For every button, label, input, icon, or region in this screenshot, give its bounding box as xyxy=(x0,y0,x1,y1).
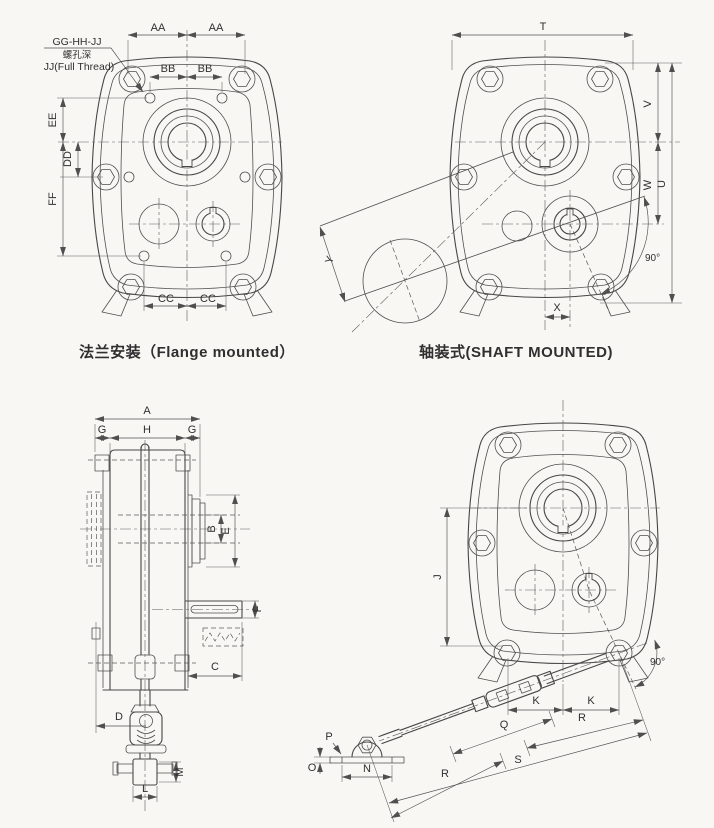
flange-holes xyxy=(123,92,251,262)
view-torque-arm: J K K Q R S R P xyxy=(308,400,665,823)
dim-K-K: K K xyxy=(507,658,620,715)
shaft-diagonal-centerline xyxy=(562,507,637,690)
output-shaft-keyed xyxy=(152,600,258,619)
clevis-bolt-right xyxy=(156,763,174,774)
dim-Y: Y xyxy=(319,226,346,303)
belt-and-pulley xyxy=(319,141,646,333)
caption-flange-mounted: 法兰安装（Flange mounted） xyxy=(79,343,295,361)
dim-F: F xyxy=(243,600,264,619)
dim-label-x: X xyxy=(553,302,561,314)
spring-coils xyxy=(136,729,156,744)
turnbuckle-window xyxy=(495,689,510,702)
dim-diagonals: Q R S R xyxy=(366,652,652,823)
dim-label-y: Y xyxy=(323,254,337,265)
dim-T: T xyxy=(451,21,634,70)
dim-AA: AA AA xyxy=(127,22,246,74)
dim-label-w: W xyxy=(642,179,654,190)
thread-note-line2: 螺孔深 xyxy=(63,50,92,61)
adjust-nut-left xyxy=(471,695,489,713)
dim-label-j: J xyxy=(432,574,444,580)
dim-label-h: H xyxy=(143,424,151,436)
dim-label-bb-right: BB xyxy=(198,63,213,75)
dim-label-q: Q xyxy=(500,719,509,731)
dim-B-E: B E xyxy=(202,494,240,568)
dim-G-H-G: G H G xyxy=(94,424,201,453)
dim-label-g-right: G xyxy=(188,424,197,436)
dim-CC: CC CC xyxy=(143,262,227,311)
phantom-coupling-right xyxy=(202,627,244,647)
angle-label: 90° xyxy=(650,657,665,668)
dim-L: L xyxy=(132,783,158,802)
dim-label-ee: EE xyxy=(47,113,59,128)
dim-label-s: S xyxy=(514,754,521,766)
dim-label-o: O xyxy=(308,762,317,774)
clevis-bolt-left xyxy=(116,763,134,774)
dim-label-k-left: K xyxy=(532,695,540,707)
dim-label-f: F xyxy=(252,605,264,612)
dim-label-l: L xyxy=(142,783,148,795)
dim-label-d: D xyxy=(115,711,123,723)
dim-M: M xyxy=(159,761,186,783)
dim-label-dd: DD xyxy=(62,151,74,167)
dim-label-v: V xyxy=(642,100,654,108)
dim-label-n: N xyxy=(363,763,371,775)
dim-P-O-N: P O N xyxy=(308,731,393,782)
dim-90deg-arm: 90° xyxy=(634,639,665,688)
gearbox-body xyxy=(80,440,250,812)
dim-label-aa-right: AA xyxy=(209,22,224,34)
auxiliary-bore xyxy=(501,210,533,242)
leader-line xyxy=(110,47,144,93)
thread-note: GG-HH-JJ 螺孔深 JJ(Full Thread) xyxy=(44,36,144,93)
view-side-elevation: A G H G B E F xyxy=(80,405,264,812)
dim-label-cc-left: CC xyxy=(158,293,174,305)
view-flange-mounted: AA AA BB BB CC CC EE DD xyxy=(44,22,295,361)
thread-note-line1: GG-HH-JJ xyxy=(53,36,102,48)
dim-label-a: A xyxy=(143,405,151,417)
dim-label-t: T xyxy=(540,21,547,33)
dim-D: D xyxy=(95,622,146,733)
dim-label-ff: FF xyxy=(47,192,59,206)
dim-label-bb-left: BB xyxy=(161,63,176,75)
dim-BB: BB BB xyxy=(149,63,223,92)
bearing-cap xyxy=(94,454,110,472)
dim-label-r-lower: R xyxy=(441,768,449,780)
dim-label-r-upper: R xyxy=(578,712,586,724)
dim-EE-DD-FF: EE DD FF xyxy=(47,97,147,257)
angle-label: 90° xyxy=(645,253,660,264)
turnbuckle-body xyxy=(485,675,542,708)
output-hub xyxy=(482,190,664,328)
anchor-bracket xyxy=(329,736,405,764)
caption-shaft-mounted: 轴装式(SHAFT MOUNTED) xyxy=(419,343,613,361)
dim-label-c: C xyxy=(211,661,219,673)
dim-label-e: E xyxy=(220,527,232,534)
pulley-circle xyxy=(362,238,448,324)
dim-C: C xyxy=(187,622,243,681)
dim-J: J xyxy=(432,507,527,647)
adjust-nut-right xyxy=(536,670,556,689)
dim-label-m: M xyxy=(174,767,186,776)
dim-X: X xyxy=(544,302,571,320)
dim-label-k-right: K xyxy=(587,695,595,707)
dim-label-b: B xyxy=(206,525,218,532)
phantom-coupling-left xyxy=(86,491,102,567)
anchor-hex-bolt xyxy=(357,736,377,754)
dim-label-aa-left: AA xyxy=(151,22,166,34)
spring-eye xyxy=(139,714,153,728)
bearing-cap xyxy=(175,454,191,472)
dim-label-g-left: G xyxy=(98,424,107,436)
thread-note-line3: JJ(Full Thread) xyxy=(44,61,114,73)
dim-label-p: P xyxy=(325,731,332,743)
view-shaft-mounted: T V W U X Y 90° 轴装式(SHAFT MOUNTED) xyxy=(319,21,682,361)
output-hub-side xyxy=(187,494,206,568)
dim-label-cc-right: CC xyxy=(200,293,216,305)
dim-label-u: U xyxy=(656,180,668,188)
dim-90deg: 90° xyxy=(600,196,660,295)
dim-V-W-U: V W U xyxy=(600,62,682,304)
turnbuckle-window xyxy=(518,680,532,694)
